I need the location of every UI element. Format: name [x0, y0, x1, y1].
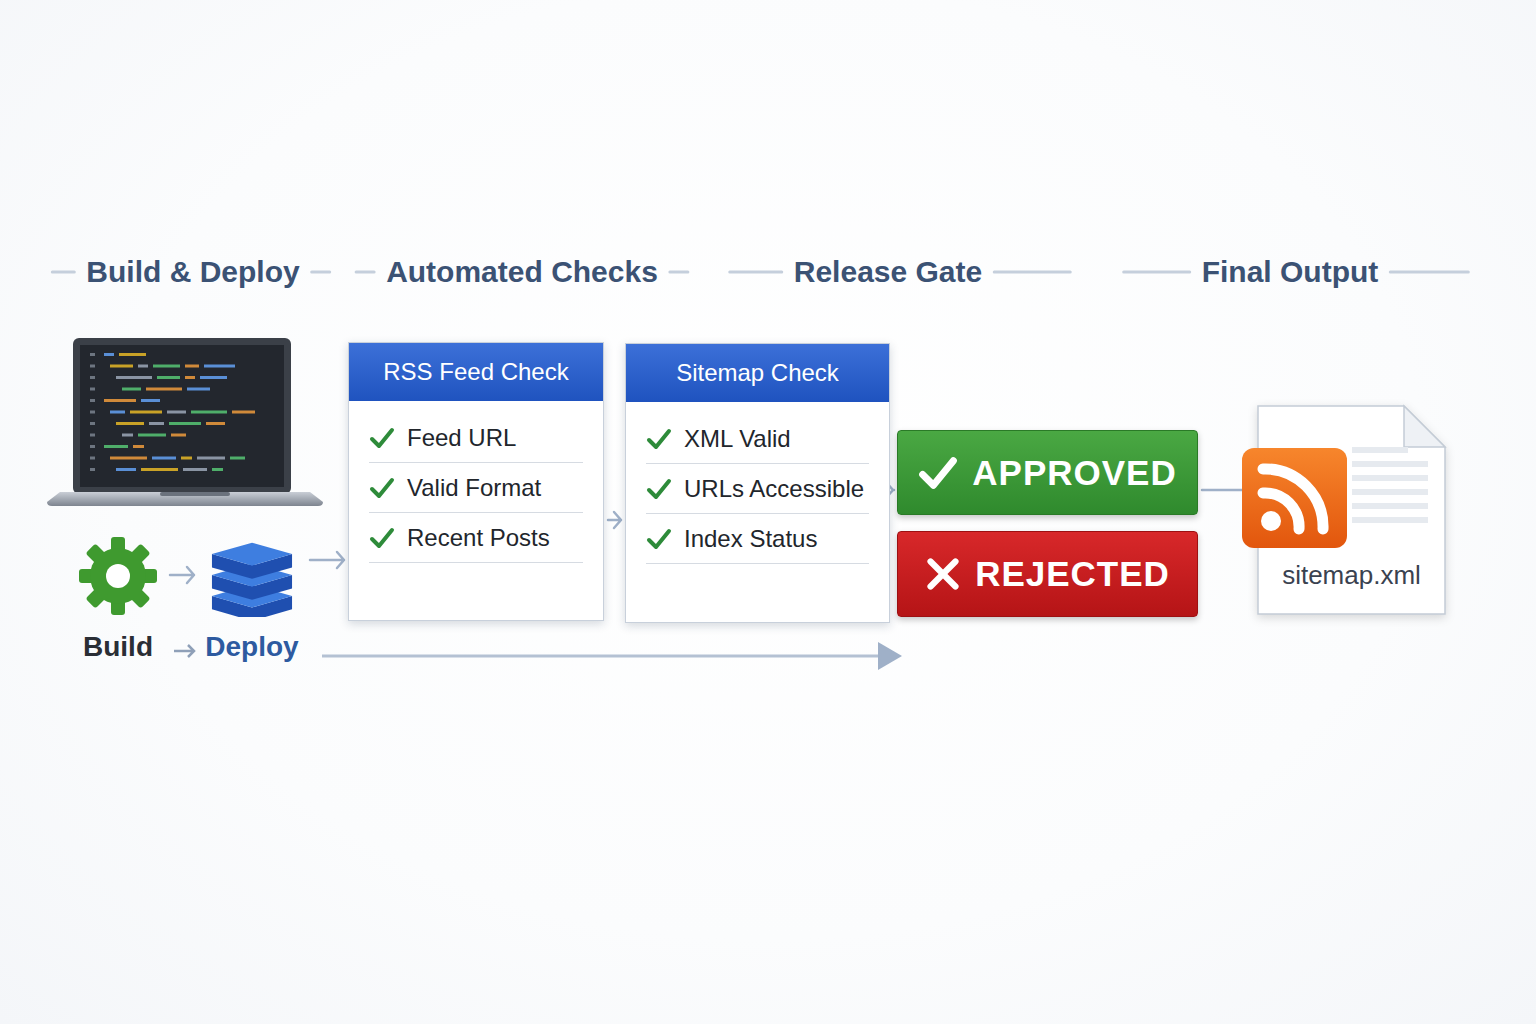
- flow-arrow: [170, 567, 194, 583]
- check-item-text: Index Status: [684, 525, 817, 553]
- check-item-text: URLs Accessible: [684, 475, 864, 503]
- stage-heading: Build & Deploy: [86, 255, 299, 289]
- check-item-text: Feed URL: [407, 424, 516, 452]
- laptop-illustration: [47, 338, 323, 506]
- panel-title: RSS Feed Check: [383, 358, 568, 386]
- gate-text: APPROVED: [972, 453, 1176, 493]
- check-item: Index Status: [646, 514, 869, 564]
- check-item: Recent Posts: [369, 513, 583, 563]
- check-item: Feed URL: [369, 413, 583, 463]
- bypass-arrow: [322, 642, 902, 670]
- stage-heading: Release Gate: [794, 255, 982, 289]
- check-item: XML Valid: [646, 414, 869, 464]
- output-document: sitemap.xml: [1257, 405, 1446, 615]
- file-name: sitemap.xml: [1282, 560, 1421, 590]
- check-list: Feed URL Valid FormatRecent Posts: [349, 413, 603, 563]
- cross-mark: [925, 556, 961, 592]
- deploy-step: Deploy: [198, 535, 306, 671]
- stage-heading: Final Output: [1202, 255, 1379, 289]
- document-label-wrap: sitemap.xml: [1257, 560, 1446, 591]
- step-label-wrap: Deploy: [198, 631, 306, 663]
- gate-text: REJECTED: [975, 554, 1170, 594]
- check-panel: Sitemap CheckXML ValidURLs AccessibleInd…: [625, 343, 890, 623]
- server-stack-icon: [206, 535, 298, 617]
- rss-icon: [1241, 447, 1348, 549]
- build-step: Build: [70, 535, 166, 671]
- flow-arrow: [310, 552, 344, 568]
- check-mark: [369, 475, 395, 501]
- check-mark: [646, 526, 672, 552]
- check-item-text: XML Valid: [684, 425, 791, 453]
- check-list: XML ValidURLs AccessibleIndex Status: [626, 414, 889, 564]
- step-label-wrap: Build: [70, 631, 166, 663]
- panel-header: Sitemap Check: [626, 344, 889, 402]
- check-mark: [646, 476, 672, 502]
- build-decor-arrow: [174, 645, 194, 657]
- step-label: Build: [83, 631, 153, 662]
- panel-title: Sitemap Check: [676, 359, 839, 387]
- check-item: URLs Accessible: [646, 464, 869, 514]
- check-panel: RSS Feed CheckFeed URL Valid FormatRecent…: [348, 342, 604, 621]
- check-mark: [369, 425, 395, 451]
- stage-heading: Automated Checks: [386, 255, 658, 289]
- step-label: Deploy: [205, 631, 298, 662]
- flow-arrow: [608, 512, 621, 528]
- check-item: Valid Format: [369, 463, 583, 513]
- gear-icon: [77, 535, 159, 617]
- check-item-text: Valid Format: [407, 474, 541, 502]
- rejected-button: REJECTED: [897, 531, 1198, 617]
- check-mark: [646, 426, 672, 452]
- panel-header: RSS Feed Check: [349, 343, 603, 401]
- approved-button: APPROVED: [897, 430, 1198, 515]
- check-mark: [369, 525, 395, 551]
- check-item-text: Recent Posts: [407, 524, 550, 552]
- check-mark: [918, 453, 958, 493]
